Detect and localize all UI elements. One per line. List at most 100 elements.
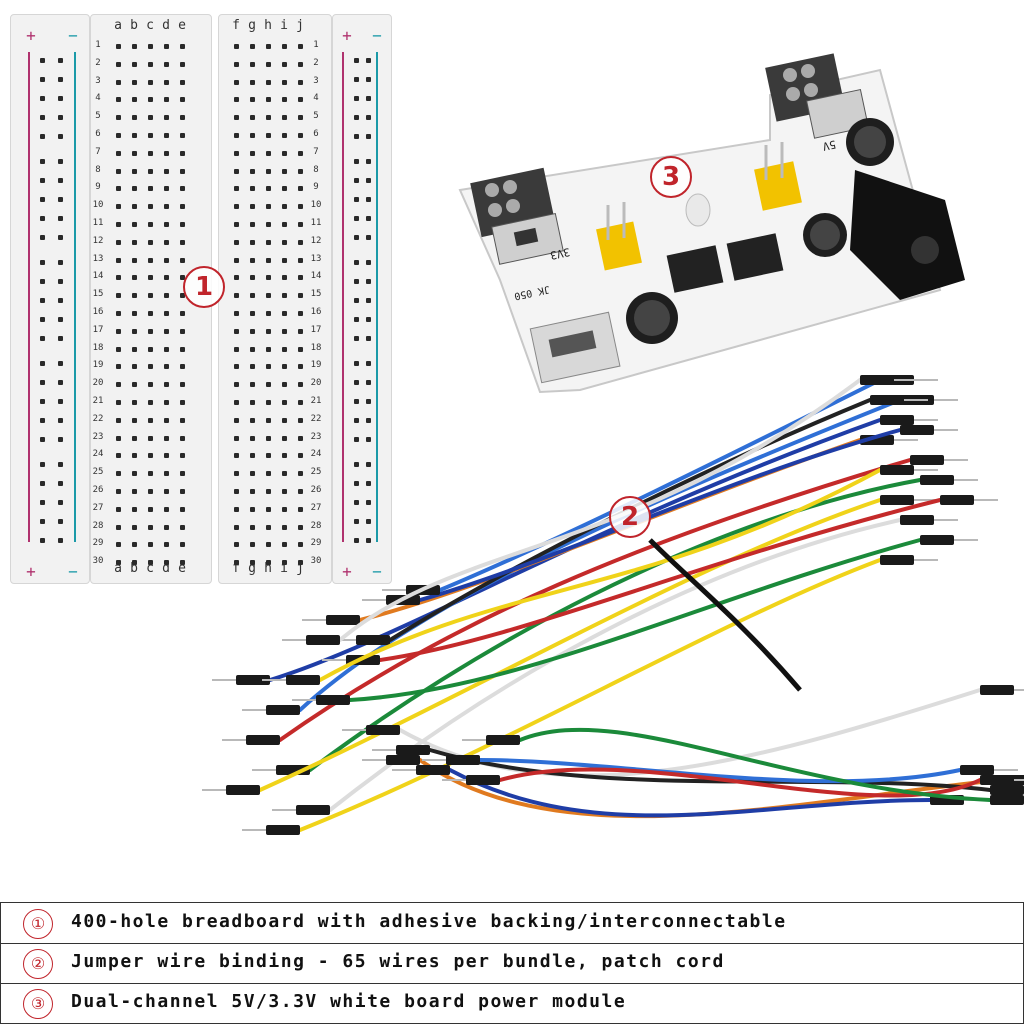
- breadboard-hole: [298, 168, 303, 174]
- breadboard-hole: [132, 328, 137, 334]
- breadboard-hole: [234, 115, 239, 121]
- breadboard-hole: [148, 97, 153, 103]
- breadboard-hole: [282, 150, 287, 156]
- breadboard-hole: [282, 435, 287, 441]
- breadboard-hole: [234, 150, 239, 156]
- breadboard-hole: [180, 115, 185, 121]
- connector-housing: [900, 515, 934, 525]
- breadboard-hole: [148, 186, 153, 192]
- breadboard-hole: [164, 61, 169, 67]
- breadboard-hole: [164, 186, 169, 192]
- row-number-9: 9: [95, 182, 101, 193]
- breadboard-hole: [234, 471, 239, 477]
- breadboard-hole: [266, 346, 271, 352]
- breadboard-hole: [250, 204, 255, 210]
- breadboard-hole: [298, 115, 303, 121]
- breadboard-hole: [116, 453, 121, 459]
- breadboard-hole: [298, 346, 303, 352]
- breadboard-hole: [116, 311, 121, 316]
- breadboard-hole: [250, 435, 255, 441]
- row-number-1: 1: [313, 40, 319, 50]
- breadboard-hole: [132, 150, 137, 156]
- row-number-2: 2: [313, 57, 319, 68]
- breadboard-hole: [298, 471, 303, 477]
- jumper-wire: [338, 378, 862, 642]
- rail-hole: [58, 481, 63, 486]
- row-number-6: 6: [95, 129, 101, 139]
- rail-hole: [366, 336, 371, 341]
- rail-hole: [58, 317, 63, 322]
- row-number-2: 2: [95, 57, 101, 68]
- rail-hole: [58, 298, 63, 303]
- column-label-f: f: [232, 561, 240, 576]
- breadboard-hole: [148, 293, 153, 299]
- row-number-17: 17: [92, 324, 104, 335]
- breadboard-hole: [250, 489, 255, 494]
- breadboard-hole: [164, 275, 169, 281]
- breadboard-hole: [298, 239, 303, 245]
- breadboard-hole: [148, 222, 153, 227]
- rail-hole: [366, 159, 371, 164]
- breadboard-hole: [148, 542, 153, 548]
- rail-hole: [40, 159, 45, 164]
- rail-hole: [366, 216, 371, 221]
- breadboard-hole: [266, 204, 271, 210]
- breadboard-hole: [164, 239, 169, 245]
- breadboard-hole: [164, 79, 169, 85]
- rail-hole: [40, 462, 45, 467]
- breadboard-hole: [180, 186, 185, 192]
- row-number-21: 21: [92, 396, 104, 406]
- breadboard-hole: [234, 275, 239, 281]
- legend-text-1: 400-hole breadboard with adhesive backin…: [71, 911, 787, 932]
- row-number-24: 24: [92, 449, 104, 460]
- rail-hole: [40, 399, 45, 404]
- breadboard-hole: [234, 453, 239, 459]
- breadboard-hole: [234, 382, 239, 388]
- row-number-27: 27: [92, 502, 104, 513]
- breadboard-hole: [148, 435, 153, 441]
- breadboard-hole: [234, 560, 239, 566]
- row-number-11: 11: [310, 218, 322, 228]
- row-number-12: 12: [92, 235, 104, 246]
- breadboard-hole: [116, 435, 121, 441]
- breadboard-hole: [266, 79, 271, 85]
- rail-hole: [354, 481, 359, 486]
- breadboard-hole: [116, 364, 121, 370]
- rail-hole: [40, 58, 45, 63]
- connector-housing: [900, 425, 934, 435]
- row-number-10: 10: [310, 200, 322, 211]
- connector-housing: [386, 755, 420, 765]
- connector-housing: [940, 495, 974, 505]
- breadboard-hole: [132, 293, 137, 299]
- breadboard-hole: [266, 133, 271, 138]
- breadboard-hole: [282, 489, 287, 494]
- breadboard-hole: [266, 471, 271, 477]
- breadboard-hole: [298, 97, 303, 103]
- row-number-6: 6: [313, 129, 319, 139]
- connector-housing: [296, 805, 330, 815]
- breadboard-hole: [116, 293, 121, 299]
- rail-hole: [354, 500, 359, 505]
- legend-table: ① 400-hole breadboard with adhesive back…: [0, 902, 1024, 1024]
- breadboard-hole: [266, 542, 271, 548]
- rail-hole: [58, 418, 63, 423]
- rail-hole: [58, 336, 63, 341]
- rail-hole: [40, 134, 45, 139]
- rail-hole: [354, 380, 359, 385]
- breadboard-hole: [250, 453, 255, 459]
- polarity-minus-left: −: [68, 26, 78, 45]
- breadboard-hole: [180, 133, 185, 138]
- rail-hole: [58, 58, 63, 63]
- breadboard-hole: [164, 311, 169, 316]
- breadboard-hole: [116, 560, 121, 566]
- jumper-wire: [278, 458, 912, 742]
- breadboard-hole: [234, 204, 239, 210]
- breadboard-hole: [250, 257, 255, 263]
- polarity-minus-left: −: [68, 562, 78, 581]
- row-number-18: 18: [310, 342, 322, 353]
- breadboard-hole: [282, 275, 287, 281]
- breadboard-hole: [250, 400, 255, 405]
- breadboard-hole: [164, 44, 169, 49]
- breadboard-hole: [132, 275, 137, 281]
- breadboard-hole: [180, 435, 185, 441]
